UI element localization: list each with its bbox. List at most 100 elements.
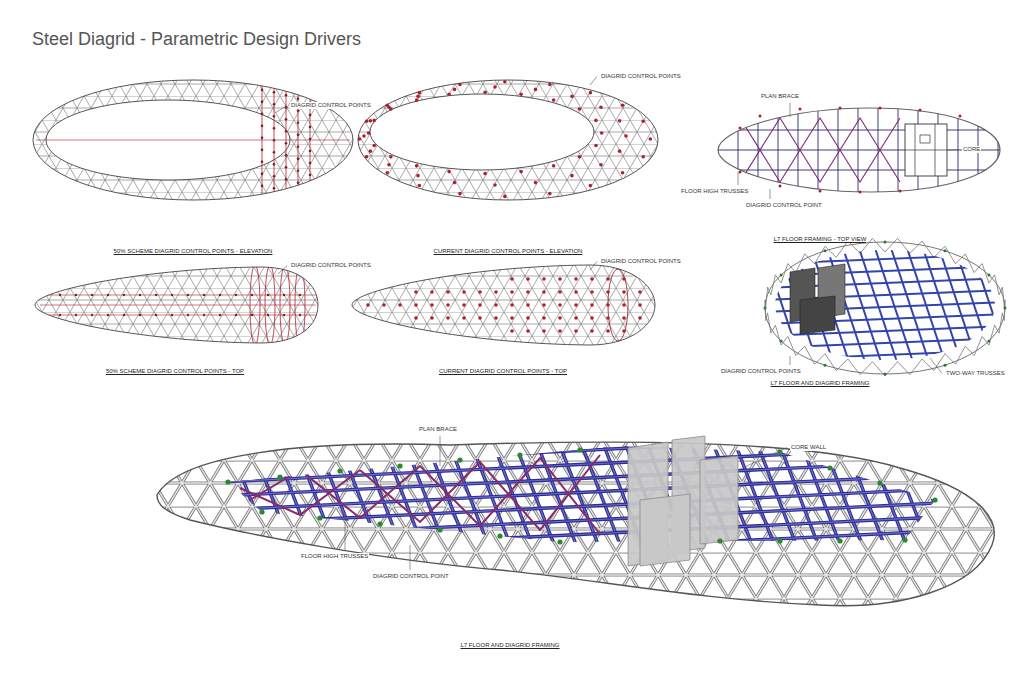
truss-line xyxy=(928,430,978,560)
control-point xyxy=(552,98,556,102)
control-point xyxy=(478,303,482,307)
control-point xyxy=(570,95,574,99)
control-point xyxy=(299,314,301,316)
control-point xyxy=(446,303,450,307)
core-walls xyxy=(905,124,947,176)
control-point xyxy=(510,290,514,294)
truss-line xyxy=(994,430,1024,560)
truss-line xyxy=(180,528,1000,568)
control-point xyxy=(641,155,645,159)
truss-line xyxy=(746,245,786,365)
control-point xyxy=(372,144,376,148)
control-point xyxy=(884,241,887,244)
leader-line xyxy=(790,356,791,365)
control-point xyxy=(267,314,269,316)
leader-line xyxy=(590,76,597,85)
control-point xyxy=(548,192,552,196)
control-point xyxy=(526,329,530,333)
control-point xyxy=(987,274,990,277)
control-point xyxy=(542,290,546,294)
truss-line xyxy=(906,430,956,560)
control-point xyxy=(297,121,300,124)
control-point xyxy=(365,120,369,124)
control-point xyxy=(519,170,523,174)
control-point xyxy=(309,150,312,153)
control-point xyxy=(526,316,530,320)
plan-brace xyxy=(240,458,600,534)
control-point xyxy=(526,303,530,307)
control-point xyxy=(219,294,221,296)
control-point xyxy=(589,184,593,188)
control-point xyxy=(418,91,422,95)
control-point xyxy=(369,119,373,123)
truss-line xyxy=(760,254,1010,264)
core-wall xyxy=(700,456,738,544)
control-point xyxy=(283,294,285,296)
truss-line xyxy=(862,430,912,560)
callout-label: DIAGRID CONTROL POINTS xyxy=(720,368,802,375)
truss-line xyxy=(400,430,450,560)
control-point xyxy=(641,120,645,124)
control-point xyxy=(277,474,282,479)
callout-label: TWO-WAY TRUSSES xyxy=(945,370,1006,377)
control-point xyxy=(309,126,312,129)
control-point xyxy=(599,105,603,109)
control-point xyxy=(739,127,742,130)
control-point xyxy=(987,340,990,343)
control-point xyxy=(542,329,546,333)
control-group xyxy=(40,265,316,345)
callout-label: DIAGRID CONTROL POINTS xyxy=(600,73,682,80)
control-point xyxy=(414,316,418,320)
callout-label: PLAN BRACE xyxy=(418,426,458,433)
control-point xyxy=(594,119,598,123)
truss-line xyxy=(444,430,494,560)
control-point xyxy=(203,314,205,316)
control-point xyxy=(879,107,882,110)
control-point xyxy=(273,91,276,94)
control-point xyxy=(297,157,300,160)
control-point xyxy=(542,303,546,307)
control-point xyxy=(944,364,947,367)
control-point xyxy=(594,144,598,148)
control-point xyxy=(453,88,457,92)
control-point xyxy=(649,137,653,141)
truss-line xyxy=(1002,245,1024,365)
control-point xyxy=(415,98,419,102)
control-point xyxy=(273,163,276,166)
control-point xyxy=(387,163,391,167)
control-point xyxy=(139,294,141,296)
control-point xyxy=(622,277,626,281)
control-point xyxy=(824,364,827,367)
control-point xyxy=(558,303,562,307)
truss-line xyxy=(928,430,978,560)
control-point xyxy=(638,290,642,294)
control-point xyxy=(107,314,109,316)
control-point xyxy=(261,137,264,140)
control-point xyxy=(590,316,594,320)
control-point xyxy=(309,174,312,177)
control-point xyxy=(446,290,450,294)
control-point xyxy=(285,94,288,97)
control-point xyxy=(259,509,264,514)
control-point xyxy=(526,277,530,281)
control-point xyxy=(285,154,288,157)
control-point xyxy=(503,195,507,199)
control-point xyxy=(261,101,264,104)
diagrid-tube xyxy=(35,267,318,343)
truss-line xyxy=(874,245,914,365)
control-point xyxy=(446,316,450,320)
control-point xyxy=(309,114,312,117)
control-point xyxy=(574,277,578,281)
control-point xyxy=(430,290,434,294)
control-point xyxy=(944,249,947,252)
leader-line xyxy=(770,189,771,199)
core-wall xyxy=(800,296,835,334)
control-point xyxy=(418,184,422,188)
control-point xyxy=(297,109,300,112)
control-point xyxy=(510,303,514,307)
diagrid-ring xyxy=(33,80,353,200)
control-point xyxy=(618,149,622,153)
control-point xyxy=(273,115,276,118)
control-point xyxy=(123,314,125,316)
control-point xyxy=(155,314,157,316)
